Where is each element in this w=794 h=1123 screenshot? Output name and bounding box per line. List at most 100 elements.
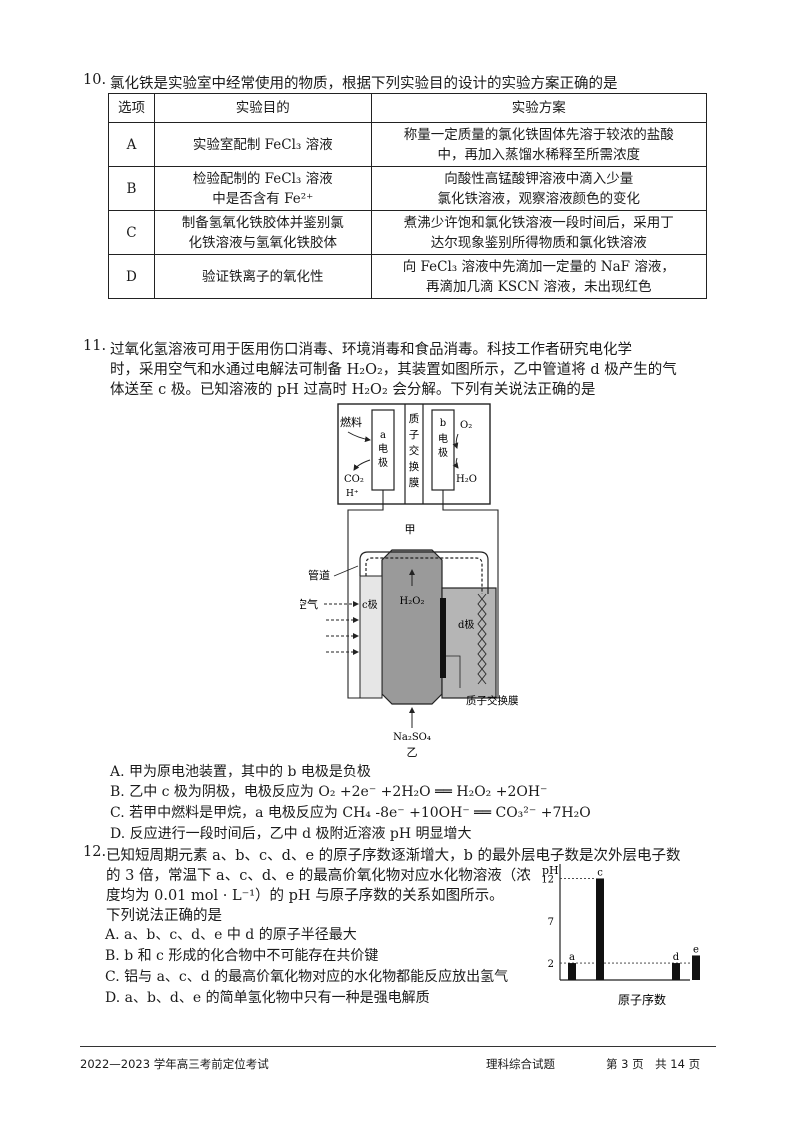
h2o2-label: H₂O₂ (400, 596, 425, 607)
cell-line: 中，再加入蒸馏水稀释至所需浓度 (437, 146, 641, 163)
a-electrode-label: 极 (378, 456, 388, 469)
a-electrode-label: a (380, 430, 386, 441)
q11-stem-line: 过氧化氢溶液可用于医用伤口消毒、环境消毒和食品消毒。科技工作者研究电化学 (110, 342, 632, 358)
q12-stem-line: 度均为 0.01 mol · L⁻¹）的 pH 与原子序数的关系如图所示。 (106, 888, 504, 904)
footer-rule (80, 1046, 716, 1047)
d-electrode-label: d极 (458, 618, 474, 631)
b-electrode-label: 电 (438, 432, 448, 445)
table-header-row: 选项 实验目的 实验方案 (108, 93, 708, 123)
table-row: A 实验室配制 FeCl₃ 溶液 称量一定质量的氯化铁固体先溶于较浓的盐酸中，再… (108, 122, 708, 167)
q10-number: 10. (83, 72, 107, 88)
c-electrode-label: c极 (362, 598, 378, 611)
q12-number: 12. (83, 844, 107, 860)
b-electrode-label: 极 (438, 446, 448, 459)
q10-table: 选项 实验目的 实验方案 A 实验室配制 FeCl₃ 溶液 称量一定质量的氯化铁… (108, 93, 708, 299)
cell-line: 向酸性高锰酸钾溶液中滴入少量 (444, 170, 634, 187)
bar-a (568, 963, 576, 980)
co2-label: CO₂ (344, 474, 364, 485)
cell-line: 达尔现象鉴别所得物质和氯化铁溶液 (430, 234, 647, 251)
electrode-d-mesh (477, 593, 487, 685)
q11-option-c[interactable]: C. 若甲中燃料是甲烷，a 电极反应为 CH₄ -8e⁻ +10OH⁻ ══ C… (110, 805, 591, 821)
y-tick-label: 2 (548, 959, 554, 970)
purpose-cell: 实验室配制 FeCl₃ 溶液 (153, 122, 372, 167)
purpose-cell: 制备氢氧化铁胶体并鉴别氯化铁溶液与氢氧化铁胶体 (153, 210, 372, 255)
bar-e (692, 955, 700, 980)
cell-line: 向 FeCl₃ 溶液中先滴加一定量的 NaF 溶液， (402, 258, 675, 275)
q11-option-b[interactable]: B. 乙中 c 极为阴极，电极反应为 O₂ +2e⁻ +2H₂O ══ H₂O₂… (110, 784, 548, 800)
bar-label-e: e (693, 944, 699, 955)
q11-option-d[interactable]: D. 反应进行一段时间后，乙中 d 极附近溶液 pH 明显增大 (110, 826, 472, 842)
q12-option-d[interactable]: D. a、b、d、e 的简单氢化物中只有一种是强电解质 (105, 990, 430, 1006)
cell-line: 实验室配制 FeCl₃ 溶液 (192, 136, 333, 153)
bar-label-d: d (673, 952, 680, 963)
q12-option-a[interactable]: A. a、b、c、d、e 中 d 的原子半径最大 (105, 927, 357, 943)
y-tick-label: 12 (541, 874, 554, 885)
co2-arrow (353, 459, 371, 471)
bar-c (596, 878, 604, 980)
q12-option-b[interactable]: B. b 和 c 形成的化合物中不可能存在共价键 (105, 948, 379, 964)
option-cell: C (108, 210, 155, 255)
header-purpose: 实验目的 (153, 93, 372, 123)
b-electrode-label: b (440, 418, 446, 429)
pipe (365, 557, 483, 594)
air-label: 空气 (300, 597, 318, 611)
cell-line: 检验配制的 FeCl₃ 溶液 (192, 170, 333, 187)
q12-option-c[interactable]: C. 铝与 a、c、d 的最高价氧化物对应的水化物都能反应放出氢气 (105, 969, 509, 985)
q11-number: 11. (83, 338, 107, 354)
cell-line: 中是否含有 Fe²⁺ (212, 190, 314, 207)
bar-label-c: c (597, 867, 603, 878)
h2o-label: H₂O (456, 474, 477, 485)
yi-label: 乙 (407, 746, 418, 758)
option-cell: B (108, 166, 155, 211)
plan-cell: 向 FeCl₃ 溶液中先滴加一定量的 NaF 溶液， 再滴加几滴 KSCN 溶液，… (370, 254, 708, 299)
purpose-cell: 验证铁离子的氧化性 (153, 254, 372, 299)
plan-cell: 称量一定质量的氯化铁固体先溶于较浓的盐酸中，再加入蒸馏水稀释至所需浓度 (370, 122, 708, 167)
table-row: B 检验配制的 FeCl₃ 溶液中是否含有 Fe²⁺ 向酸性高锰酸钾溶液中滴入少… (108, 166, 708, 211)
chart-axes: pH 原子序数 2 7 12 (541, 864, 700, 1007)
proton-exchange-membrane (440, 598, 446, 678)
y-axis-label: pH (542, 864, 559, 877)
option-cell: A (108, 122, 155, 167)
cell-yi-right-chamber (441, 587, 497, 699)
membrane-bottom-label: 质子交换膜 (466, 694, 519, 707)
x-axis-label: 原子序数 (618, 992, 666, 1007)
cell-line: 再滴加几滴 KSCN 溶液，未出现红色 (426, 278, 652, 295)
footer-exam-title: 2022—2023 学年高三考前定位考试 (80, 1057, 269, 1071)
plan-cell: 煮沸少许饱和氯化铁溶液一段时间后，采用丁达尔现象鉴别所得物质和氯化铁溶液 (370, 210, 708, 255)
cell-line: 氯化铁溶液，观察溶液颜色的变化 (437, 190, 641, 207)
plan-cell: 向酸性高锰酸钾溶液中滴入少量氯化铁溶液，观察溶液颜色的变化 (370, 166, 708, 211)
a-electrode-label: 电 (378, 442, 388, 455)
pipe-label: 管道 (308, 568, 330, 582)
option-cell: D (108, 254, 155, 299)
fuel-label: 燃料 (340, 415, 362, 429)
membrane-label: 膜 (409, 477, 420, 489)
jia-label: 甲 (405, 523, 416, 536)
q11-stem-line: 时，采用空气和水通过电解法可制备 H₂O₂，其装置如图所示，乙中管道将 d 极产… (110, 362, 677, 378)
pipe-leader (333, 565, 359, 577)
o2-arrow (452, 433, 459, 449)
header-option: 选项 (108, 93, 155, 123)
bar-d (672, 963, 680, 980)
y-tick-label: 7 (548, 917, 554, 928)
purpose-cell: 检验配制的 FeCl₃ 溶液中是否含有 Fe²⁺ (153, 166, 372, 211)
footer-page: 第 3 页 共 14 页 (606, 1057, 701, 1071)
membrane-label: 质 (409, 413, 420, 425)
h2o-arrow (452, 457, 459, 469)
q12-stem-line: 下列说法正确的是 (106, 908, 222, 924)
table-row: C 制备氢氧化铁胶体并鉴别氯化铁溶液与氢氧化铁胶体 煮沸少许饱和氯化铁溶液一段时… (108, 210, 708, 255)
na2so4-label: Na₂SO₄ (393, 732, 431, 743)
cell-line: 称量一定质量的氯化铁固体先溶于较浓的盐酸 (403, 126, 674, 143)
header-plan: 实验方案 (370, 93, 708, 123)
q12-stem-line: 的 3 倍，常温下 a、c、d、e 的最高价氧化物对应水化物溶液（浓 (106, 868, 531, 884)
pipe (359, 551, 489, 594)
wire (347, 490, 384, 699)
membrane-label: 子 (409, 429, 420, 441)
hplus-label: H⁺ (346, 489, 359, 499)
q11-option-a[interactable]: A. 甲为原电池装置，其中的 b 电极是负极 (110, 764, 371, 780)
membrane-label: 交 (409, 444, 420, 457)
cell-line: 制备氢氧化铁胶体并鉴别氯 (181, 214, 344, 231)
q10-stem: 氯化铁是实验室中经常使用的物质，根据下列实验目的设计的实验方案正确的是 (110, 76, 618, 92)
cell-line: 验证铁离子的氧化性 (202, 268, 324, 285)
cell-line: 煮沸少许饱和氯化铁溶液一段时间后，采用丁 (403, 214, 674, 231)
